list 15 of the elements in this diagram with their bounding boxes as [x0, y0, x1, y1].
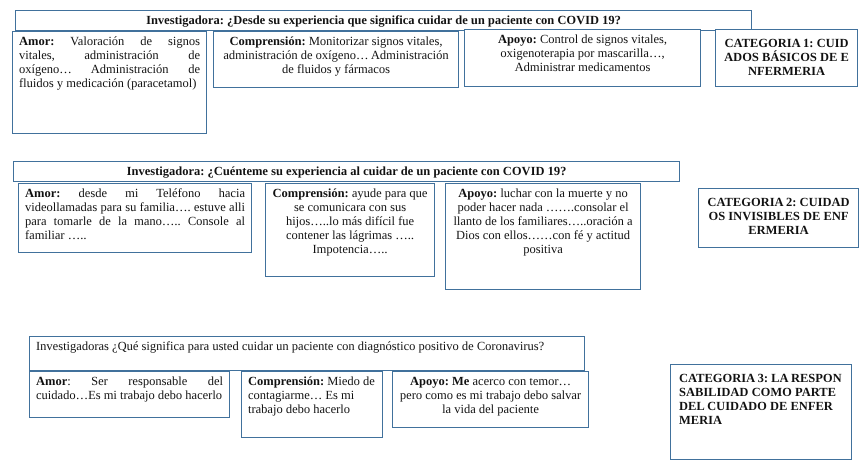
response-box: Comprensión: ayude para que se comunicara con sus hijos…..lo más difícil fue contener las lágrimas ….. Impotencia….. — [265, 183, 435, 277]
category-box: CATEGORIA 1: CUIDADOS BÁSICOS DE ENFERMERIA — [715, 29, 858, 87]
response-box: Apoyo: luchar con la muerte y no poder hacer nada …….consolar el llanto de los familiares…..oración a Dios con ellos……con fé y actitud positiva — [445, 183, 641, 290]
question-banner: Investigadora: ¿Desde su experiencia que significa cuidar de un paciente con COVID 19? — [15, 10, 752, 31]
response-box: Comprensión: Monitorizar signos vitales, administración de oxígeno… Administración de fluidos y fármacos — [213, 31, 459, 88]
response-box: Amor: Ser responsable del cuidado…Es mi trabajo debo hacerlo — [29, 371, 230, 418]
category-box: CATEGORIA 3: LA RESPONSABILIDAD COMO PARTE DEL CUIDADO DE ENFERMERIA — [670, 364, 852, 460]
question-banner: Investigadora: ¿Cuénteme su experiencia al cuidar de un paciente con COVID 19? — [13, 161, 680, 182]
response-box: Amor: desde mi Teléfono hacia videollamadas para su familia…. estuve alli para tomarle de la mano….. Console al familiar ….. — [18, 183, 252, 253]
response-box: Apoyo: Me acerco con temor… pero como es mi trabajo debo salvar la vida del paciente — [392, 371, 589, 428]
response-box: Comprensión: Miedo de contagiarme… Es mi trabajo debo hacerlo — [241, 371, 383, 438]
response-box: Amor: Valoración de signos vitales, administración de oxígeno… Administración de fluidos y medicación (paracetamol) — [12, 31, 207, 134]
question-banner: Investigadoras ¿Qué significa para usted cuidar un paciente con diagnóstico positivo de Coronavirus? — [29, 336, 585, 371]
category-box: CATEGORIA 2: CUIDADOS INVISIBLES DE ENFERMERIA — [698, 188, 859, 248]
response-box: Apoyo: Control de signos vitales, oxigenoterapia por mascarilla…, Administrar medicamentos — [464, 29, 701, 87]
